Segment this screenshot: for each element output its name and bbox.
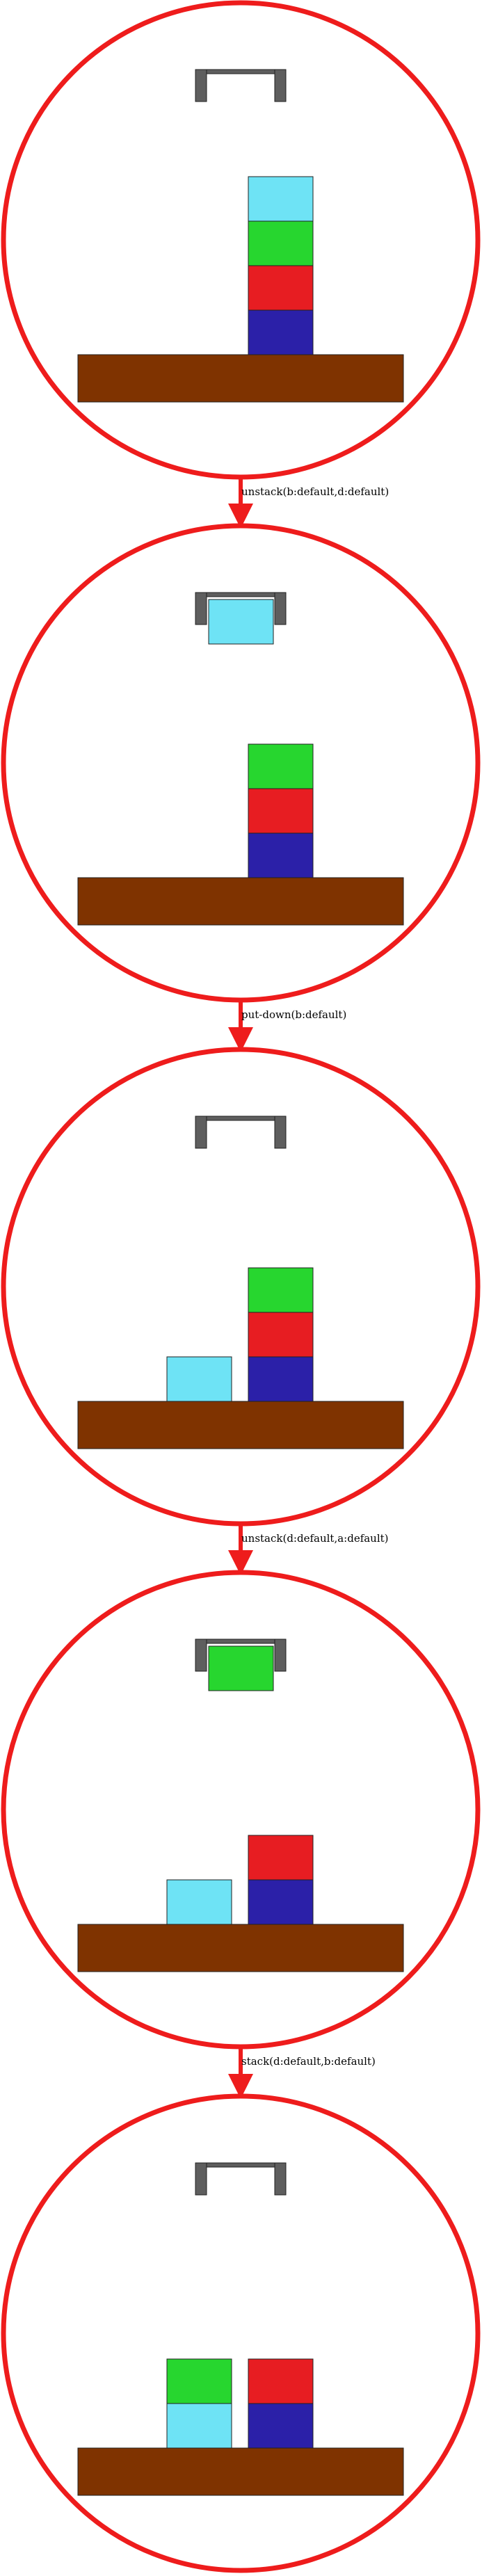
state-4	[1, 1570, 481, 2050]
block	[166, 1356, 232, 1402]
block	[248, 2403, 314, 2449]
block	[248, 1312, 314, 1358]
block	[248, 788, 314, 834]
block	[166, 2358, 232, 2404]
gripper-icon	[195, 592, 287, 625]
gripper-icon	[195, 2162, 287, 2196]
table	[77, 877, 404, 926]
block	[248, 832, 314, 878]
gripper-icon	[195, 69, 287, 102]
held-block	[208, 1645, 274, 1691]
block	[248, 743, 314, 789]
state-1	[1, 0, 481, 480]
table	[77, 1924, 404, 1972]
state-2	[1, 523, 481, 1003]
gripper-icon	[195, 1116, 287, 1149]
block	[166, 2403, 232, 2449]
action-label: stack(d:default,b:default)	[241, 2055, 376, 2068]
state-3	[1, 1047, 481, 1527]
action-label: unstack(b:default,d:default)	[241, 485, 389, 498]
table	[77, 1401, 404, 1449]
held-block	[208, 599, 274, 645]
table	[77, 354, 404, 403]
block	[248, 1356, 314, 1402]
block	[248, 176, 314, 222]
state-5	[1, 2093, 481, 2573]
block	[248, 220, 314, 266]
block	[248, 1267, 314, 1313]
table	[77, 2447, 404, 2496]
gripper-icon	[195, 1639, 287, 1672]
action-label: unstack(d:default,a:default)	[241, 1532, 389, 1545]
action-label: put-down(b:default)	[241, 1008, 347, 1021]
block	[166, 1879, 232, 1925]
block	[248, 1879, 314, 1925]
block	[248, 265, 314, 311]
block	[248, 1835, 314, 1881]
block	[248, 309, 314, 355]
block	[248, 2358, 314, 2404]
